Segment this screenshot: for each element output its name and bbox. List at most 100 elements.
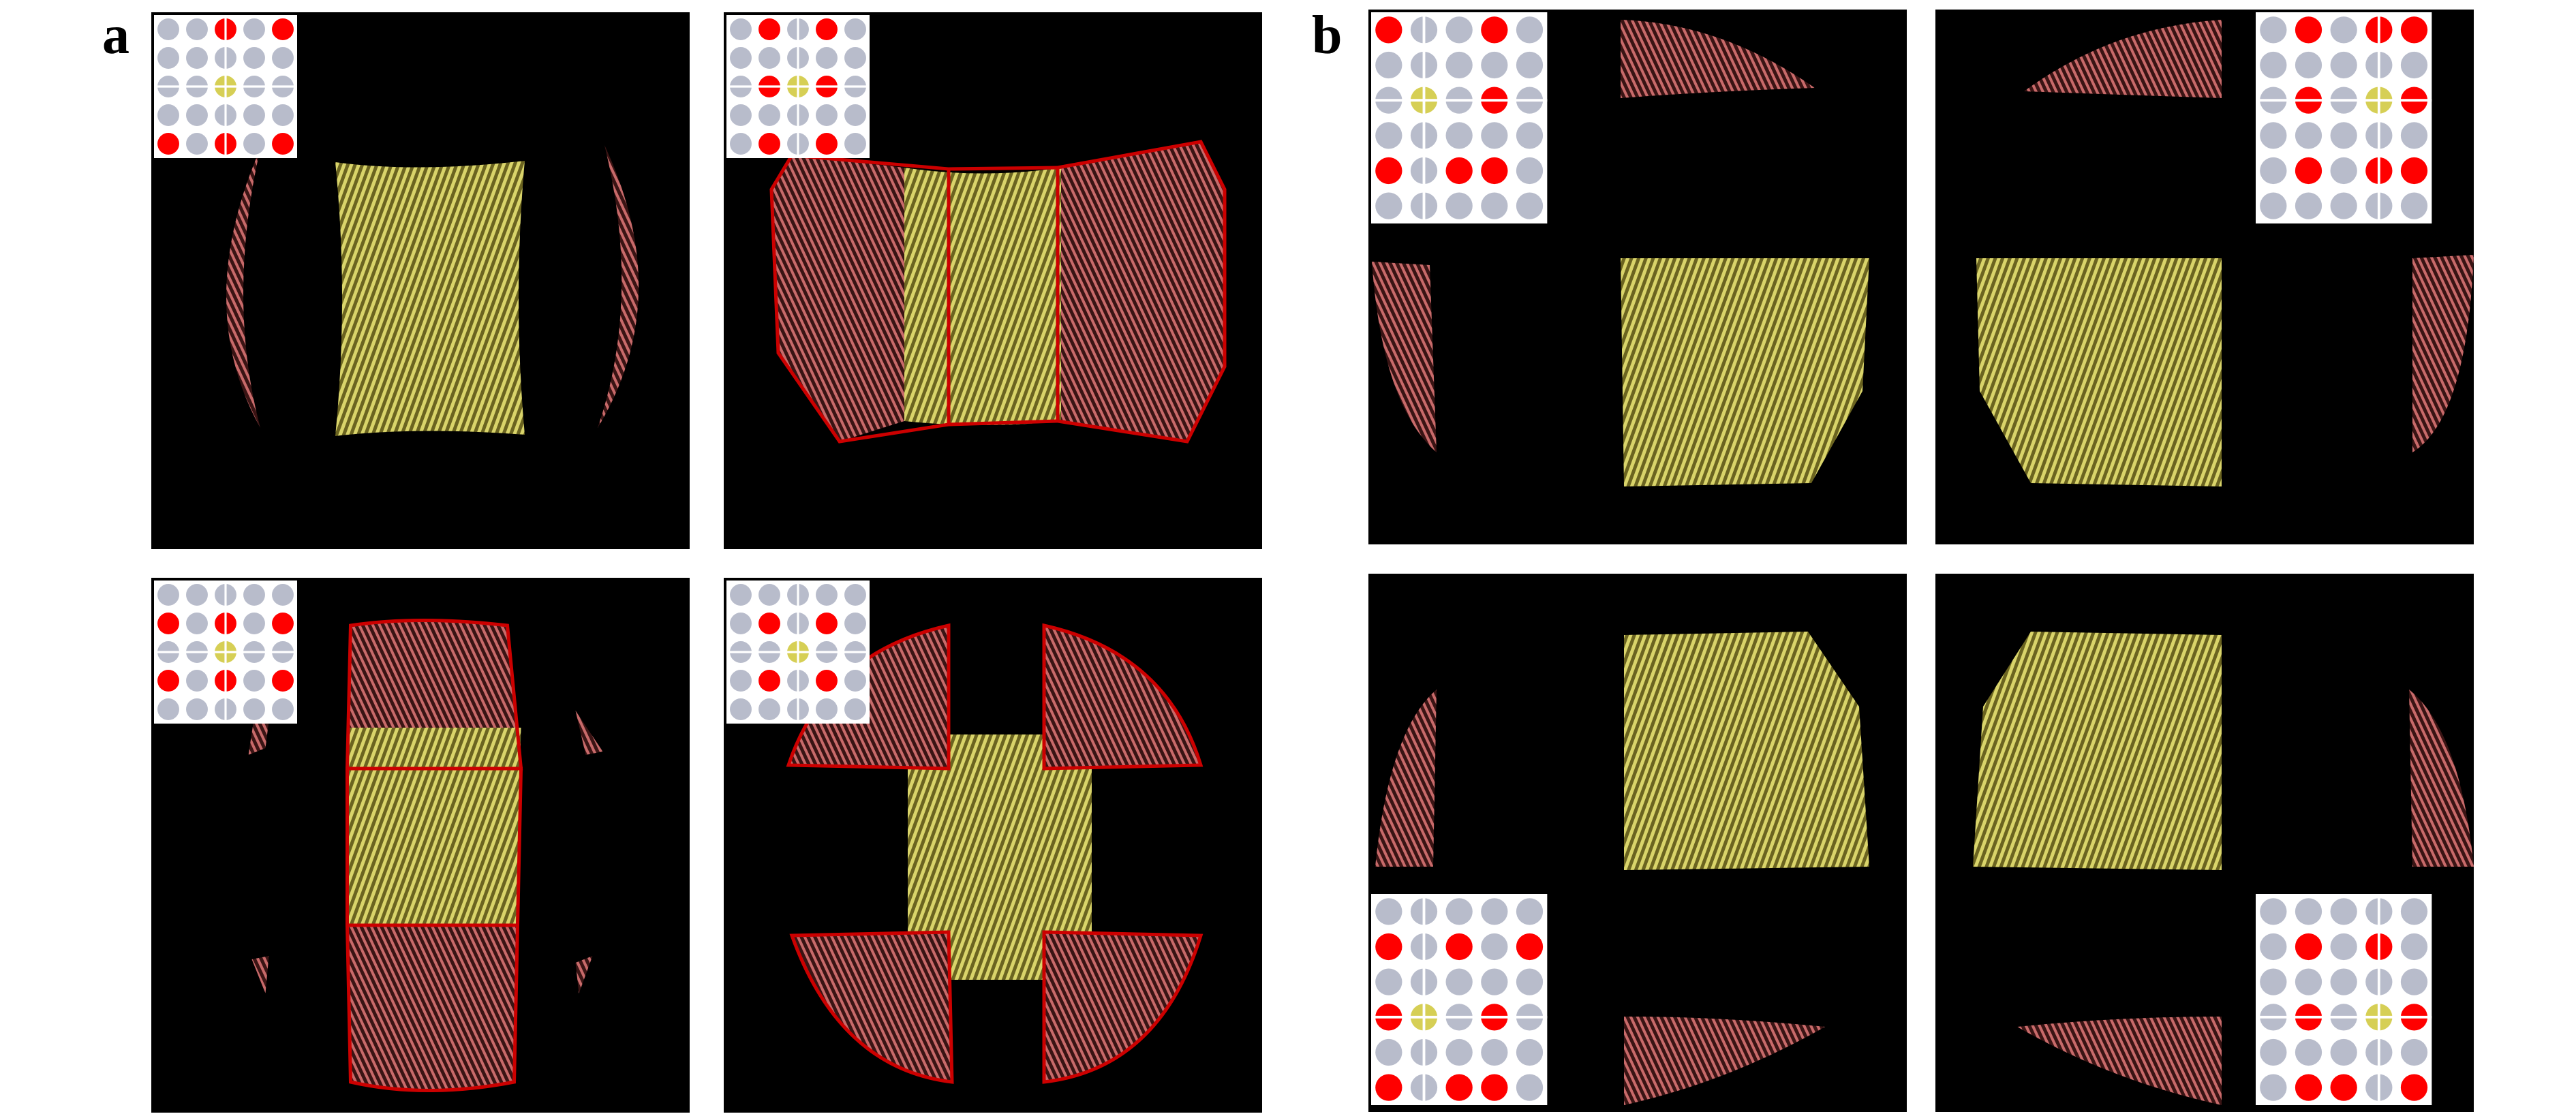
inset-grid-b4 [2256, 894, 2467, 1105]
fringe-region-left [1375, 690, 1437, 867]
panel-a3-pattern [248, 619, 603, 1092]
grid-dot-off [1481, 1038, 1508, 1066]
grid-dot-off [1481, 192, 1508, 219]
grid-dot-off [272, 47, 294, 69]
panel-label-a: a [102, 5, 129, 65]
fringe-region-top [1621, 20, 1815, 98]
grid-dot-off [272, 584, 294, 606]
grid-dot-off [2260, 157, 2287, 185]
grid-dot-off [2400, 1038, 2428, 1066]
dot-grid [2256, 894, 2432, 1105]
fringe-region-center [904, 168, 1061, 425]
panel-label-b: b [1312, 5, 1343, 65]
grid-dot-off [1375, 51, 1402, 79]
fringe-region-top [2024, 20, 2222, 98]
grid-dot-off [2295, 192, 2322, 219]
grid-dot-off [2400, 122, 2428, 149]
grid-dot-off [2260, 968, 2287, 995]
grid-dot-off [157, 584, 179, 606]
panel-a2-pattern [769, 140, 1227, 444]
grid-dot-off [2260, 16, 2287, 44]
grid-dot-off [730, 613, 752, 634]
grid-dot-off [243, 670, 265, 692]
fringe-region-bottom [2017, 1017, 2222, 1105]
grid-dot-on [2400, 157, 2428, 185]
dot-grid [154, 15, 297, 158]
grid-dot-off [1481, 122, 1508, 149]
dot-grid [154, 581, 297, 724]
grid-dot-off [844, 670, 866, 692]
grid-dot-off [2295, 51, 2322, 79]
grid-dot-off [1516, 1038, 1544, 1066]
grid-dot-on [2400, 16, 2428, 44]
grid-dot-on [1375, 157, 1402, 185]
grid-dot-off [1516, 898, 1544, 925]
grid-dot-on [272, 670, 294, 692]
grid-dot-off [844, 613, 866, 634]
grid-dot-off [2295, 968, 2322, 995]
grid-dot-off [157, 698, 179, 720]
panel-b1 [1368, 10, 1907, 544]
panel-b4-pattern [1973, 632, 2474, 1105]
grid-dot-on [2295, 16, 2322, 44]
grid-dot-off [2260, 51, 2287, 79]
grid-dot-off [2260, 122, 2287, 149]
dot-grid [1371, 894, 1548, 1105]
grid-dot-off [1375, 968, 1402, 995]
inset-grid-b3 [1371, 894, 1582, 1105]
grid-dot-off [1516, 192, 1544, 219]
grid-dot-off [2400, 192, 2428, 219]
grid-dot-off [2330, 122, 2357, 149]
fringe-region-center [1624, 632, 1869, 870]
fringe-region-right [1061, 142, 1225, 442]
grid-dot-off [2400, 933, 2428, 961]
grid-dot-off [1481, 51, 1508, 79]
grid-dot-off [2260, 933, 2287, 961]
panel-a1 [151, 12, 690, 549]
fringe-region-right-bottom [575, 956, 593, 993]
grid-dot-off [2330, 1038, 2357, 1066]
fringe-region-center [1621, 258, 1869, 486]
grid-dot-on [758, 18, 780, 40]
grid-dot-off [1375, 192, 1402, 219]
grid-dot-on [1375, 1074, 1402, 1101]
grid-dot-off [2330, 16, 2357, 44]
grid-dot-off [2260, 1074, 2287, 1101]
grid-dot-off [157, 47, 179, 69]
outline-bottom-right [1042, 930, 1203, 1084]
dot-grid [726, 15, 870, 158]
dot-grid [1371, 12, 1548, 223]
fringe-region-bottom [1624, 1017, 1825, 1105]
grid-dot-off [243, 47, 265, 69]
grid-dot-off [844, 18, 866, 40]
grid-dot-off [1516, 51, 1544, 79]
grid-dot-on [272, 133, 294, 155]
grid-dot-on [816, 133, 838, 155]
grid-dot-off [2400, 51, 2428, 79]
grid-dot-off [186, 584, 208, 606]
grid-dot-on [758, 670, 780, 692]
panel-b4 [1935, 574, 2474, 1112]
grid-dot-off [816, 104, 838, 126]
inset-grid-a3 [154, 581, 297, 724]
fringe-region-center [335, 161, 525, 436]
fringe-region-center [1976, 258, 2222, 486]
grid-dot-off [1445, 1038, 1473, 1066]
grid-dot-on [2295, 157, 2322, 185]
grid-dot-off [1445, 122, 1473, 149]
grid-dot-off [844, 47, 866, 69]
grid-dot-on [157, 613, 179, 634]
grid-dot-off [2330, 51, 2357, 79]
grid-dot-on [272, 18, 294, 40]
grid-dot-on [1481, 157, 1508, 185]
grid-dot-off [243, 613, 265, 634]
grid-dot-off [157, 104, 179, 126]
grid-dot-on [1481, 16, 1508, 44]
grid-dot-off [1516, 122, 1544, 149]
grid-dot-off [816, 47, 838, 69]
grid-dot-on [758, 613, 780, 634]
inset-grid-a4 [726, 581, 870, 724]
grid-dot-off [844, 698, 866, 720]
grid-dot-off [186, 670, 208, 692]
grid-dot-off [186, 18, 208, 40]
